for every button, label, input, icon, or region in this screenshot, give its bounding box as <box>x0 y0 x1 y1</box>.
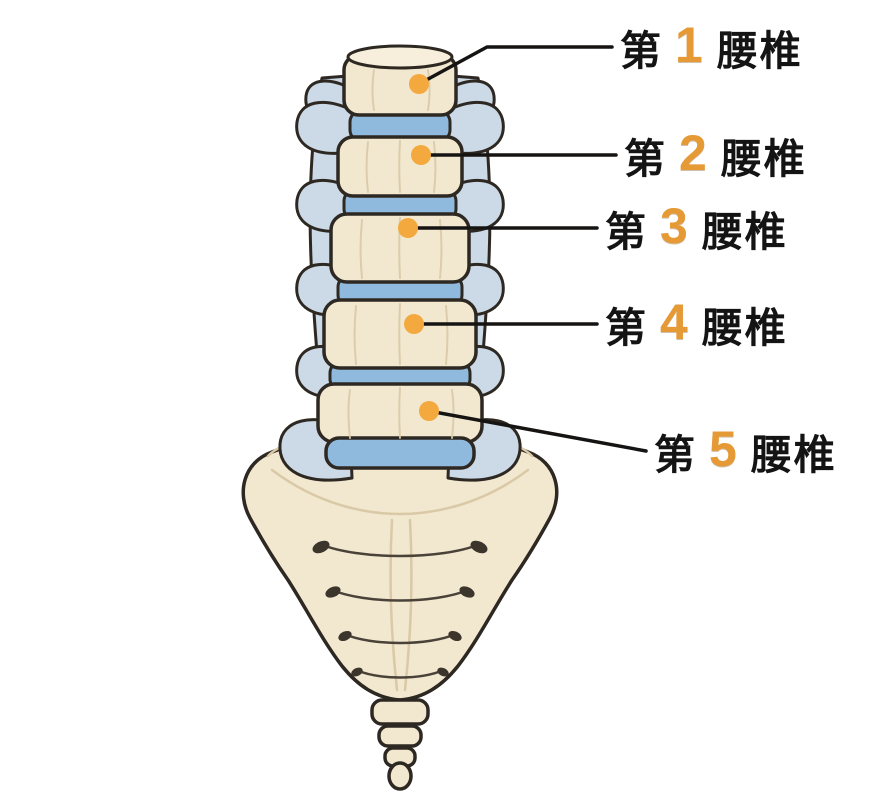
label-l1-suffix: 腰椎 <box>716 28 803 74</box>
coccyx-segment-1 <box>370 698 430 726</box>
label-l2-number: 2 <box>679 125 709 181</box>
label-l4-prefix: 第 <box>605 305 648 351</box>
vertebra-l1-top-surface <box>346 44 454 70</box>
label-l5-number: 5 <box>709 421 739 477</box>
coccyx-segment-2 <box>377 724 423 748</box>
sacral-arcuate-lines <box>318 542 482 679</box>
label-l4-number: 4 <box>660 294 690 350</box>
label-l4: 第 4 腰椎 <box>605 295 788 353</box>
label-l4-suffix: 腰椎 <box>701 305 788 351</box>
label-l5-suffix: 腰椎 <box>750 432 837 478</box>
marker-dot-l5 <box>419 401 439 421</box>
label-l2-suffix: 腰椎 <box>720 136 807 182</box>
process-wing-1 <box>295 100 354 155</box>
label-l3-number: 3 <box>660 198 690 254</box>
label-l2-prefix: 第 <box>624 136 667 182</box>
disc-l5-s1 <box>324 436 476 470</box>
marker-dots <box>398 74 439 421</box>
label-l3-suffix: 腰椎 <box>701 209 788 255</box>
label-l2: 第 2 腰椎 <box>624 126 807 184</box>
label-l1-prefix: 第 <box>620 28 663 74</box>
label-l5-prefix: 第 <box>654 432 697 478</box>
label-l1-number: 1 <box>675 17 705 73</box>
bone-striations <box>347 69 455 439</box>
label-l5: 第 5 腰椎 <box>654 422 837 480</box>
label-l3: 第 3 腰椎 <box>605 199 788 257</box>
marker-dot-l4 <box>404 314 424 334</box>
sacral-foramina <box>312 540 488 677</box>
leader-lines <box>406 45 648 453</box>
label-l1: 第 1 腰椎 <box>620 18 803 76</box>
leader-line-l5 <box>427 409 648 453</box>
coccyx-tip <box>387 761 413 791</box>
marker-dot-l1 <box>409 74 429 94</box>
marker-dot-l2 <box>411 145 431 165</box>
leader-line-l1 <box>417 45 614 86</box>
label-l3-prefix: 第 <box>605 209 648 255</box>
marker-dot-l3 <box>398 218 418 238</box>
